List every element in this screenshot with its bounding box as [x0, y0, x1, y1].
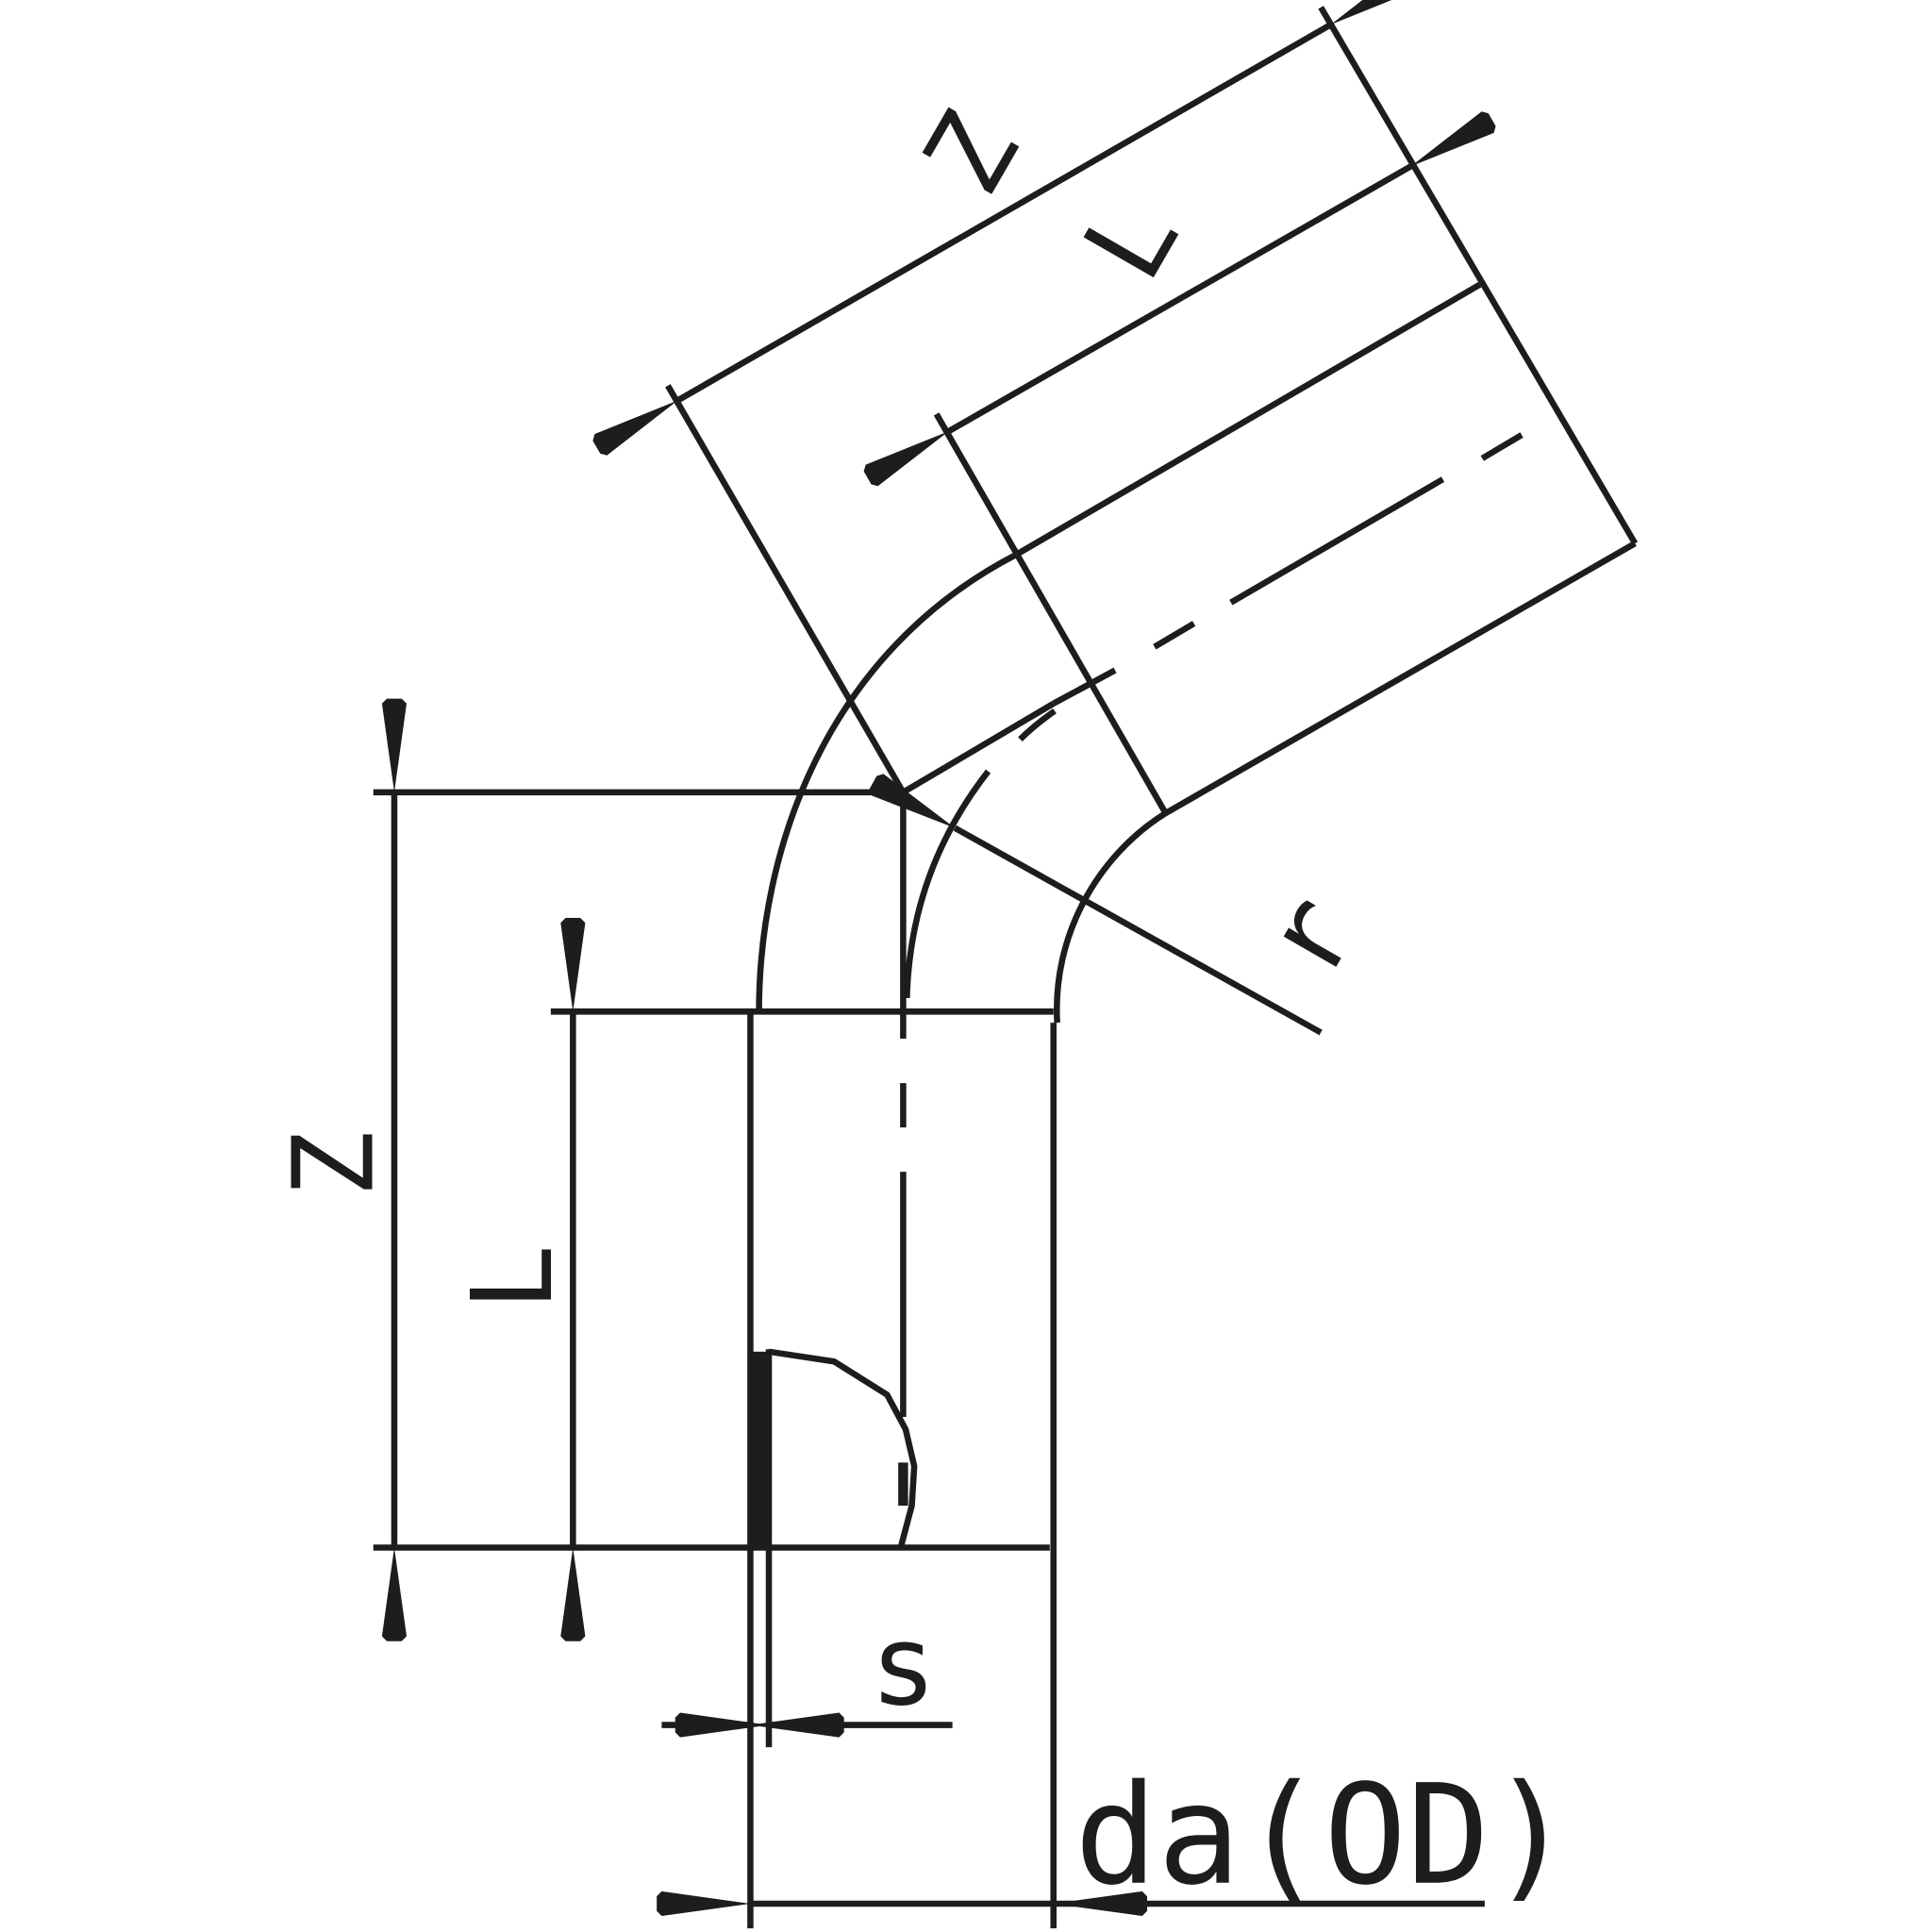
l-angled-label: L	[1058, 178, 1204, 301]
dimension-lines	[381, 0, 1496, 1917]
vertical-pipe	[373, 789, 1057, 1929]
bend	[665, 6, 1639, 1024]
l-vertical-label: L	[448, 1244, 577, 1311]
z-angled-label: Z	[898, 92, 1043, 215]
wall-thickness-label: s	[870, 1601, 937, 1730]
radius-label: r	[1238, 874, 1383, 997]
z-vertical-label: Z	[269, 1131, 398, 1198]
centerlines	[898, 432, 1524, 1507]
outer-diameter-label: da(OD)	[1074, 1756, 1573, 1916]
